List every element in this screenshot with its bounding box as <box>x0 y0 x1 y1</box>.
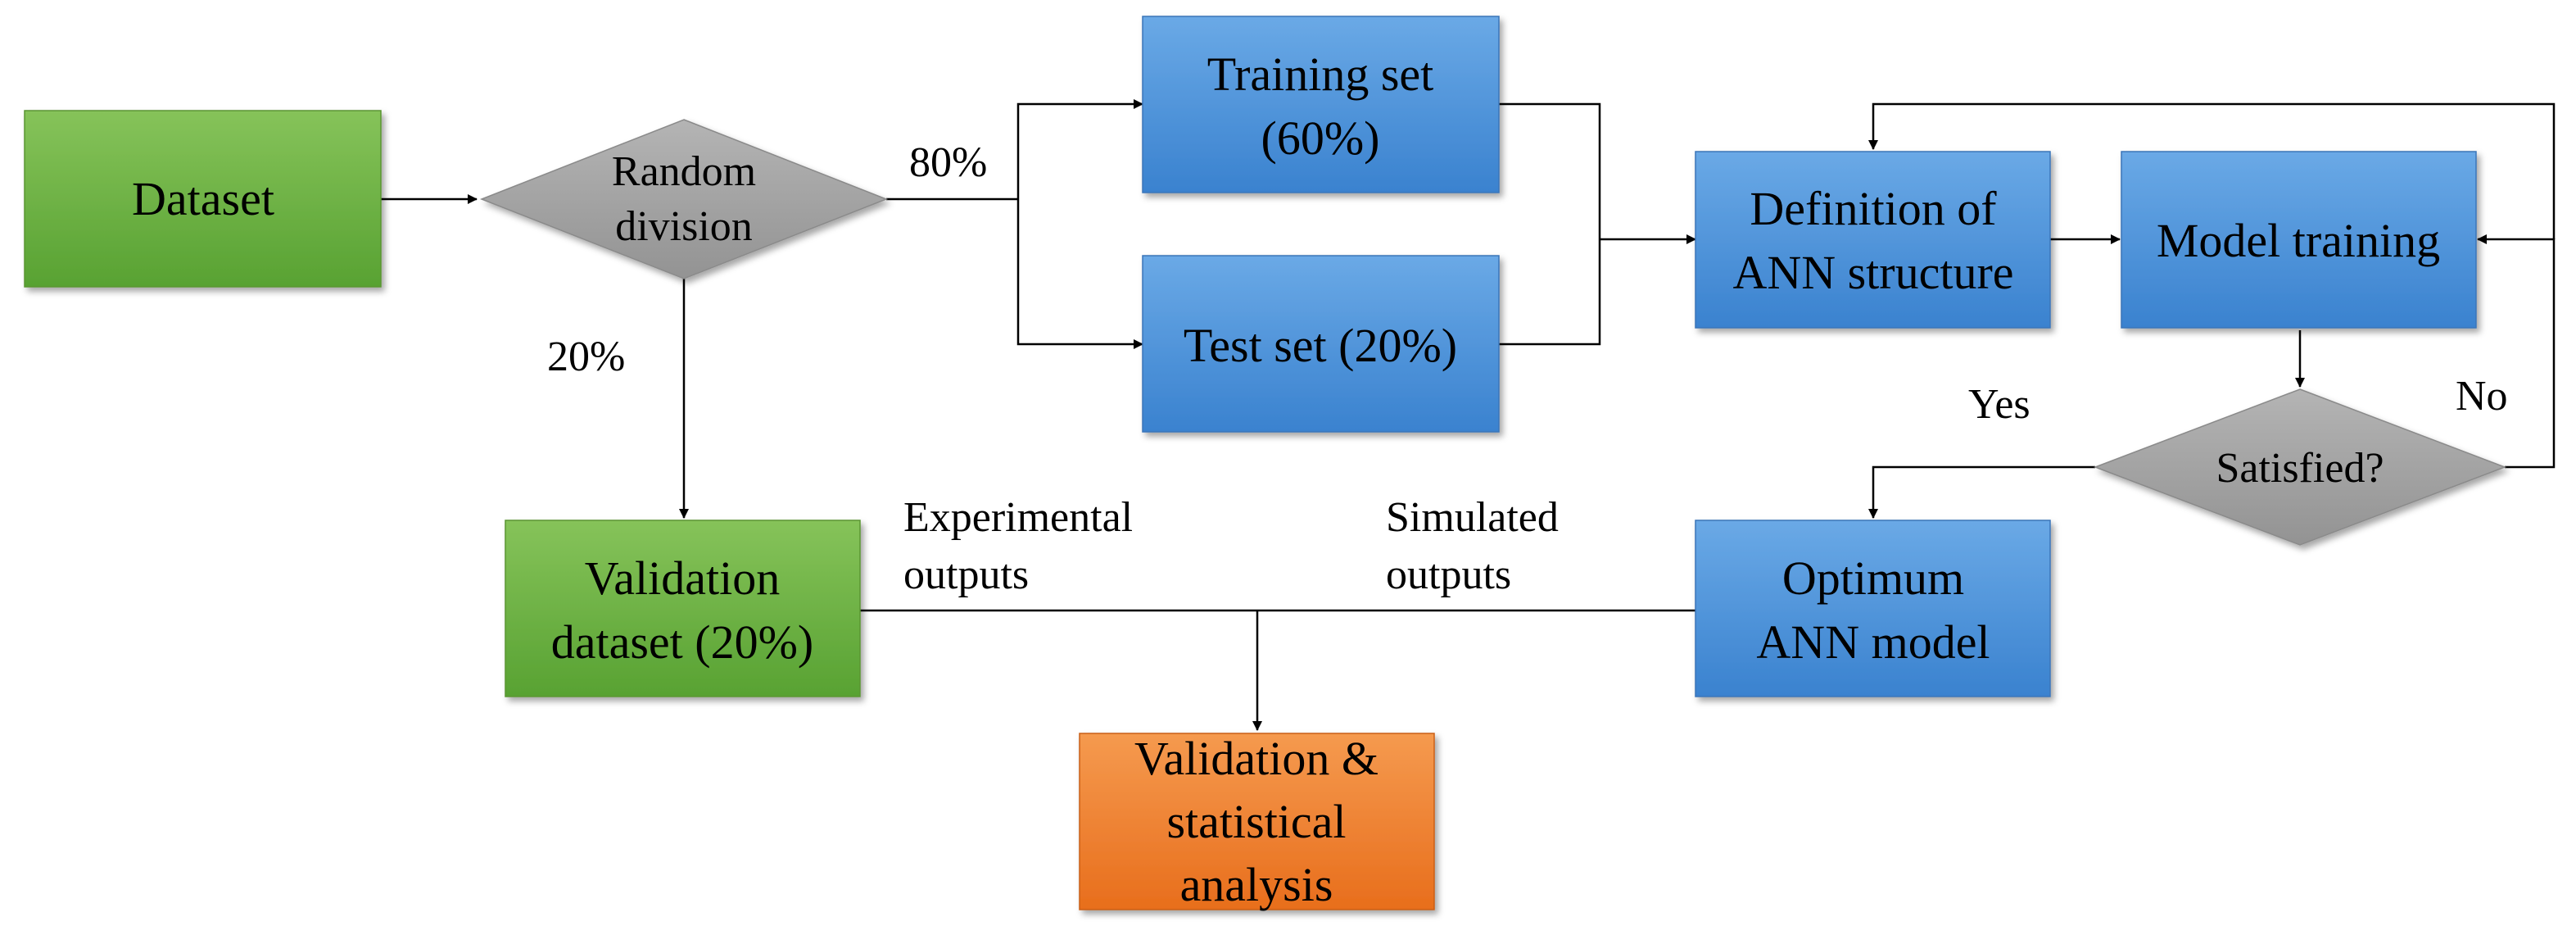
validation-analysis-line2: statistical <box>1166 795 1346 848</box>
definition-line2: ANN structure <box>1732 246 2013 299</box>
label-simulated-line1: Simulated <box>1386 494 1559 541</box>
definition-line1: Definition of <box>1750 182 1997 235</box>
label-experimental-line2: outputs <box>903 551 1029 598</box>
edge-no-back-to-model-training <box>2477 234 2556 469</box>
dataset-label: Dataset <box>132 172 274 225</box>
label-80-percent: 80% <box>909 139 987 186</box>
node-satisfied: Satisfied? <box>2093 388 2507 546</box>
node-definition: Definition of ANN structure <box>1695 151 2051 329</box>
node-optimum: Optimum ANN model <box>1695 520 2051 697</box>
label-experimental-line1: Experimental <box>903 494 1133 541</box>
training-set-box <box>1142 16 1500 193</box>
validation-analysis-box <box>1079 733 1435 910</box>
model-training-box <box>2121 151 2477 329</box>
label-yes: Yes <box>1968 381 2030 428</box>
node-model-training: Model training <box>2121 151 2477 329</box>
node-validation-analysis: Validation & statistical analysis <box>1079 732 1435 911</box>
edge-training-set-out <box>1499 102 1601 239</box>
edge-to-test-set <box>1016 199 1143 349</box>
validation-analysis-line1: Validation & <box>1134 732 1379 785</box>
edge-labels: 80% 20% Yes No Experimental outputs Simu… <box>547 139 2508 598</box>
optimum-line2: ANN model <box>1756 615 1990 669</box>
edge-test-set-out <box>1499 239 1601 346</box>
training-set-line1: Training set <box>1207 48 1434 101</box>
label-simulated-line2: outputs <box>1386 551 1511 598</box>
training-set-line2: (60%) <box>1261 111 1380 165</box>
satisfied-diamond <box>2093 388 2507 546</box>
node-random-division: Random division <box>479 119 889 279</box>
dataset-box <box>24 110 382 288</box>
optimum-box <box>1695 520 2051 697</box>
edge-loop-to-definition <box>1868 102 2556 239</box>
validation-dataset-line1: Validation <box>585 551 780 605</box>
node-test-set: Test set (20%) <box>1142 255 1500 433</box>
connectors <box>381 99 2556 731</box>
optimum-line1: Optimum <box>1782 551 1964 605</box>
validation-dataset-line2: dataset (20%) <box>551 615 813 669</box>
validation-dataset-box <box>505 520 861 697</box>
edge-yes-to-optimum <box>1868 465 2095 519</box>
satisfied-label: Satisfied? <box>2216 445 2384 492</box>
random-division-diamond <box>479 119 889 279</box>
node-validation-dataset: Validation dataset (20%) <box>505 520 861 697</box>
edge-to-training-set <box>1016 99 1143 199</box>
test-set-box <box>1142 255 1500 433</box>
node-training-set: Training set (60%) <box>1142 16 1500 193</box>
label-20-percent: 20% <box>547 334 625 380</box>
random-division-line2: division <box>615 203 753 250</box>
model-training-label: Model training <box>2157 214 2440 267</box>
test-set-label: Test set (20%) <box>1184 319 1457 372</box>
node-dataset: Dataset <box>24 110 382 288</box>
label-no: No <box>2456 373 2508 420</box>
definition-box <box>1695 151 2051 329</box>
validation-analysis-line3: analysis <box>1180 858 1333 911</box>
random-division-line1: Random <box>612 148 756 195</box>
